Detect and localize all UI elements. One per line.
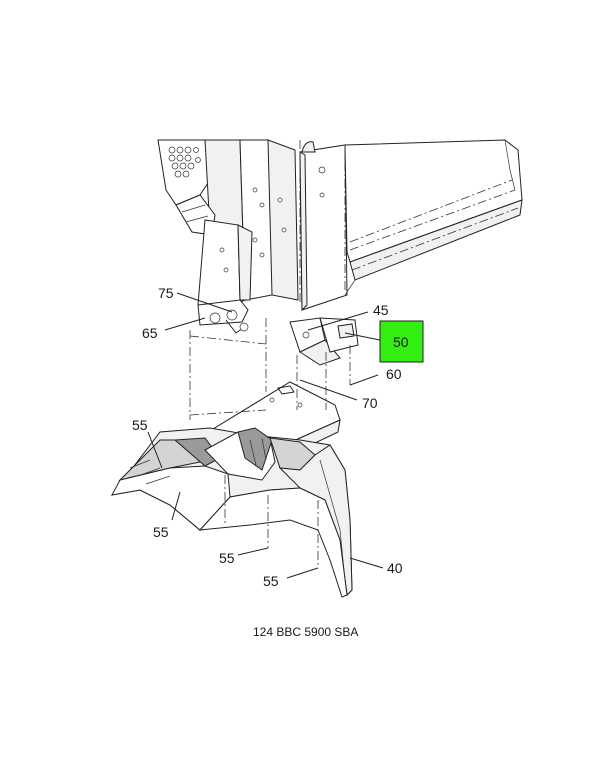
callout-45[interactable]: 45	[373, 302, 389, 318]
callout-75[interactable]: 75	[158, 285, 174, 301]
highlight-box-50[interactable]	[379, 320, 424, 363]
callout-50[interactable]: 50	[393, 334, 409, 350]
cab-body	[299, 139, 523, 312]
callout-55-lower[interactable]: 55	[263, 573, 279, 589]
fender-40	[110, 427, 353, 598]
callout-55-left[interactable]: 55	[153, 524, 169, 540]
frame-holes	[168, 146, 287, 258]
callout-70[interactable]: 70	[362, 395, 378, 411]
callout-40[interactable]: 40	[387, 560, 403, 576]
alignment-lines	[189, 140, 351, 568]
bracket-75	[197, 219, 253, 334]
callout-55-middle[interactable]: 55	[219, 550, 235, 566]
callout-60[interactable]: 60	[386, 366, 402, 382]
callout-55-upper[interactable]: 55	[132, 417, 148, 433]
callout-labels: 75 65 45 50 60 70 55 55 55 55 40	[132, 285, 409, 589]
drawing-caption: 124 BBC 5900 SBA	[253, 625, 358, 639]
callout-65[interactable]: 65	[142, 325, 158, 341]
leader-lines	[147, 292, 384, 579]
